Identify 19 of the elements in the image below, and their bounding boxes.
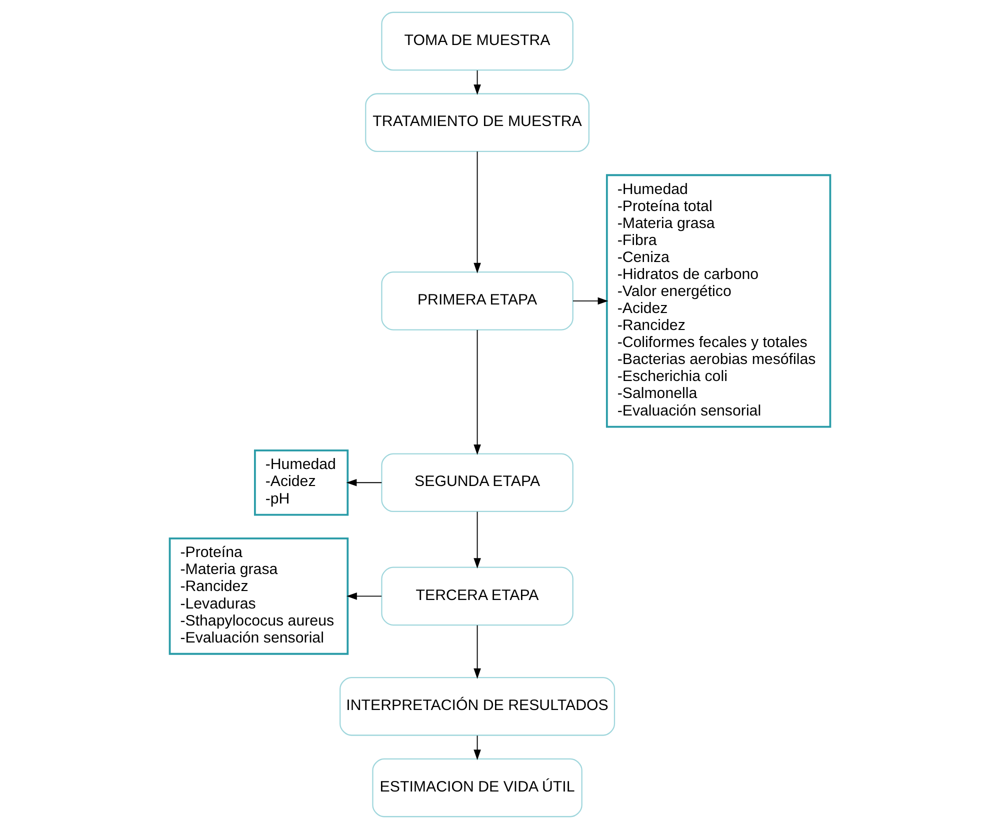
arrow (572, 297, 608, 305)
node-box: -Humedad -Proteína total -Materia grasa -Fibra -Ceniza -Hidratos de carbono -Valor energético -Acidez -Rancidez -Coliformes fecales y totales -Bacterias aerobias mesófilas -Escherichia coli -Salmonella -Evaluación sensorial (606, 174, 832, 428)
arrow (346, 478, 382, 486)
node-box: -Proteína -Materia grasa -Rancidez -Levaduras -Sthapylococus aureus -Evaluación sensorial (168, 538, 349, 655)
arrow (474, 511, 481, 568)
arrow (346, 592, 382, 600)
node-box: ESTIMACION DE VIDA ÚTIL (372, 758, 582, 818)
node-box: INTERPRETACIÓN DE RESULTADOS (340, 676, 616, 736)
node-box: SEGUNDA ETAPA (381, 453, 574, 512)
node-box: TERCERA ETAPA (381, 566, 574, 626)
arrow (474, 624, 481, 679)
arrow (474, 151, 481, 274)
node-box: TRATAMIENTO DE MUESTRA (365, 93, 590, 152)
arrow (474, 735, 481, 760)
arrow (474, 330, 481, 455)
node-box: -Humedad -Acidez -pH (254, 450, 349, 516)
node-box: PRIMERA ETAPA (381, 272, 574, 330)
arrow (474, 70, 481, 95)
node-box: TOMA DE MUESTRA (381, 12, 574, 71)
